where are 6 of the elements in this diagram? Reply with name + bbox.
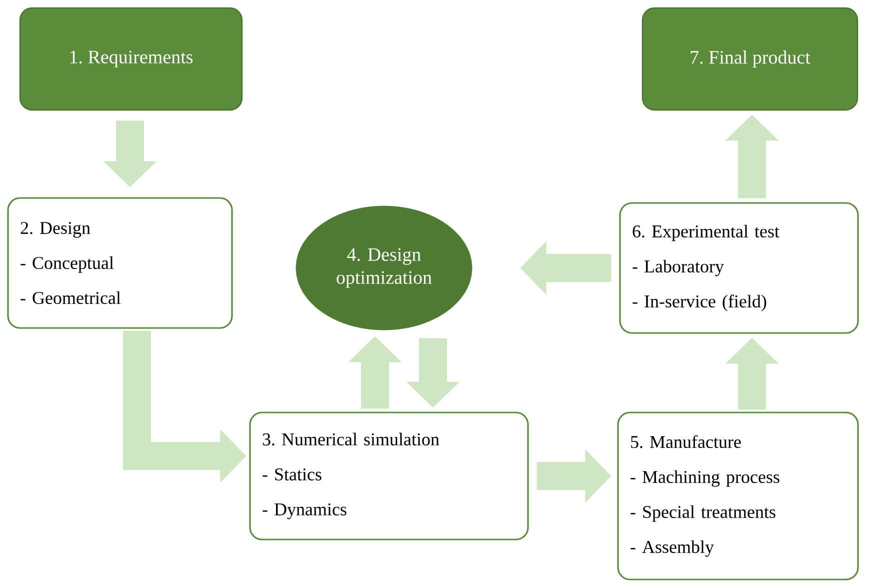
process-box: 1. Requirements: [19, 7, 243, 111]
process-box: 6. Experimental test - Laboratory - In-service (field): [619, 202, 859, 334]
process-box: 3. Numerical simulation - Statics - Dynamics: [249, 412, 529, 540]
process-box: 2. Design - Conceptual - Geometrical: [7, 197, 233, 329]
process-box: 7. Final product: [642, 7, 858, 111]
process-box: 5. Manufacture - Machining process - Special treatments - Assembly: [617, 412, 859, 580]
